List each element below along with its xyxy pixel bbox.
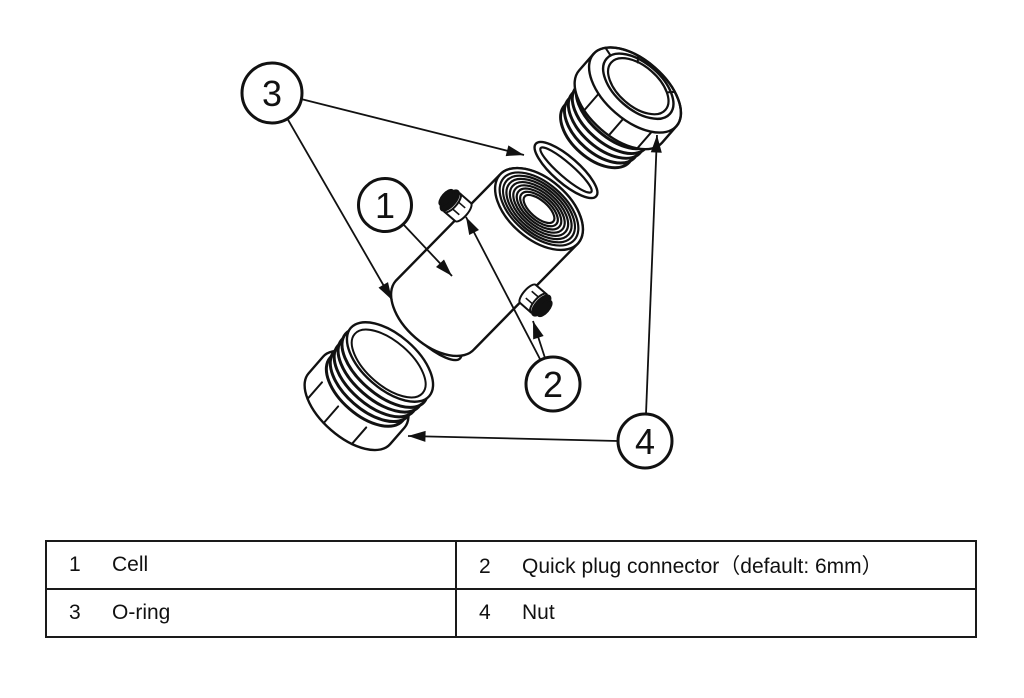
callout-1-number: 1 [375, 185, 395, 226]
legend-row-2: 3 O-ring 4 Nut [45, 588, 977, 638]
o-ring-upper [533, 140, 599, 200]
callout-4-number: 4 [635, 421, 655, 462]
callout-3-number: 3 [262, 73, 282, 114]
legend-label-4: Nut [522, 601, 555, 624]
legend-cell-3: 3 O-ring [45, 588, 457, 638]
legend-label-2: Quick plug connector（default: 6mm） [522, 555, 883, 578]
leader-3-to-upper-oring [300, 98, 525, 157]
callout-4: 4 [616, 412, 674, 470]
legend-cell-2: 2 Quick plug connector（default: 6mm） [455, 540, 977, 590]
callout-3: 3 [240, 61, 304, 125]
callout-3-circle [240, 61, 304, 125]
callout-2-circle [524, 355, 582, 413]
nut-top-face-rim [587, 46, 683, 134]
callout-1: 1 [357, 177, 413, 233]
leader-4-to-top-nut [645, 134, 662, 415]
legend-table: 1 Cell 2 Quick plug connector（default: 6mm… [45, 540, 977, 638]
legend-cell-4: 4 Nut [455, 588, 977, 638]
legend-number-4: 4 [479, 601, 491, 624]
legend-label-1: Cell [112, 553, 149, 576]
callout-2: 2 [524, 355, 582, 413]
cell-body [389, 166, 585, 358]
leader-2-to-lower-connector [532, 320, 546, 359]
nut-top-bore-inner [607, 57, 670, 116]
cell-threaded-opening [493, 166, 585, 252]
callout-2-number: 2 [543, 364, 563, 405]
legend-label-3: O-ring [112, 601, 171, 624]
nut-top [559, 46, 683, 170]
legend-cell-1: 1 Cell [45, 540, 457, 590]
legend-number-1: 1 [69, 553, 81, 576]
callout-4-circle [616, 412, 674, 470]
legend-row-1: 1 Cell 2 Quick plug connector（default: 6mm… [45, 540, 977, 590]
callout-1-circle [357, 177, 413, 233]
leader-lines [286, 98, 662, 442]
nut-bottom-face-chamfer [350, 328, 427, 399]
legend-number-2: 2 [479, 555, 491, 578]
leader-1-to-cell [402, 223, 453, 277]
leader-4-to-bottom-nut [407, 430, 619, 442]
leader-2-to-upper-connector [465, 216, 542, 361]
nut-bottom [303, 321, 435, 452]
nut-top-hex-facets [583, 46, 676, 150]
exploded-view-diagram: 1 2 3 4 [240, 46, 683, 470]
leader-3-to-lower-oring [286, 117, 393, 301]
legend-number-3: 3 [69, 601, 81, 624]
nut-bottom-hex-facets [306, 381, 368, 446]
nut-bottom-face [345, 321, 435, 403]
